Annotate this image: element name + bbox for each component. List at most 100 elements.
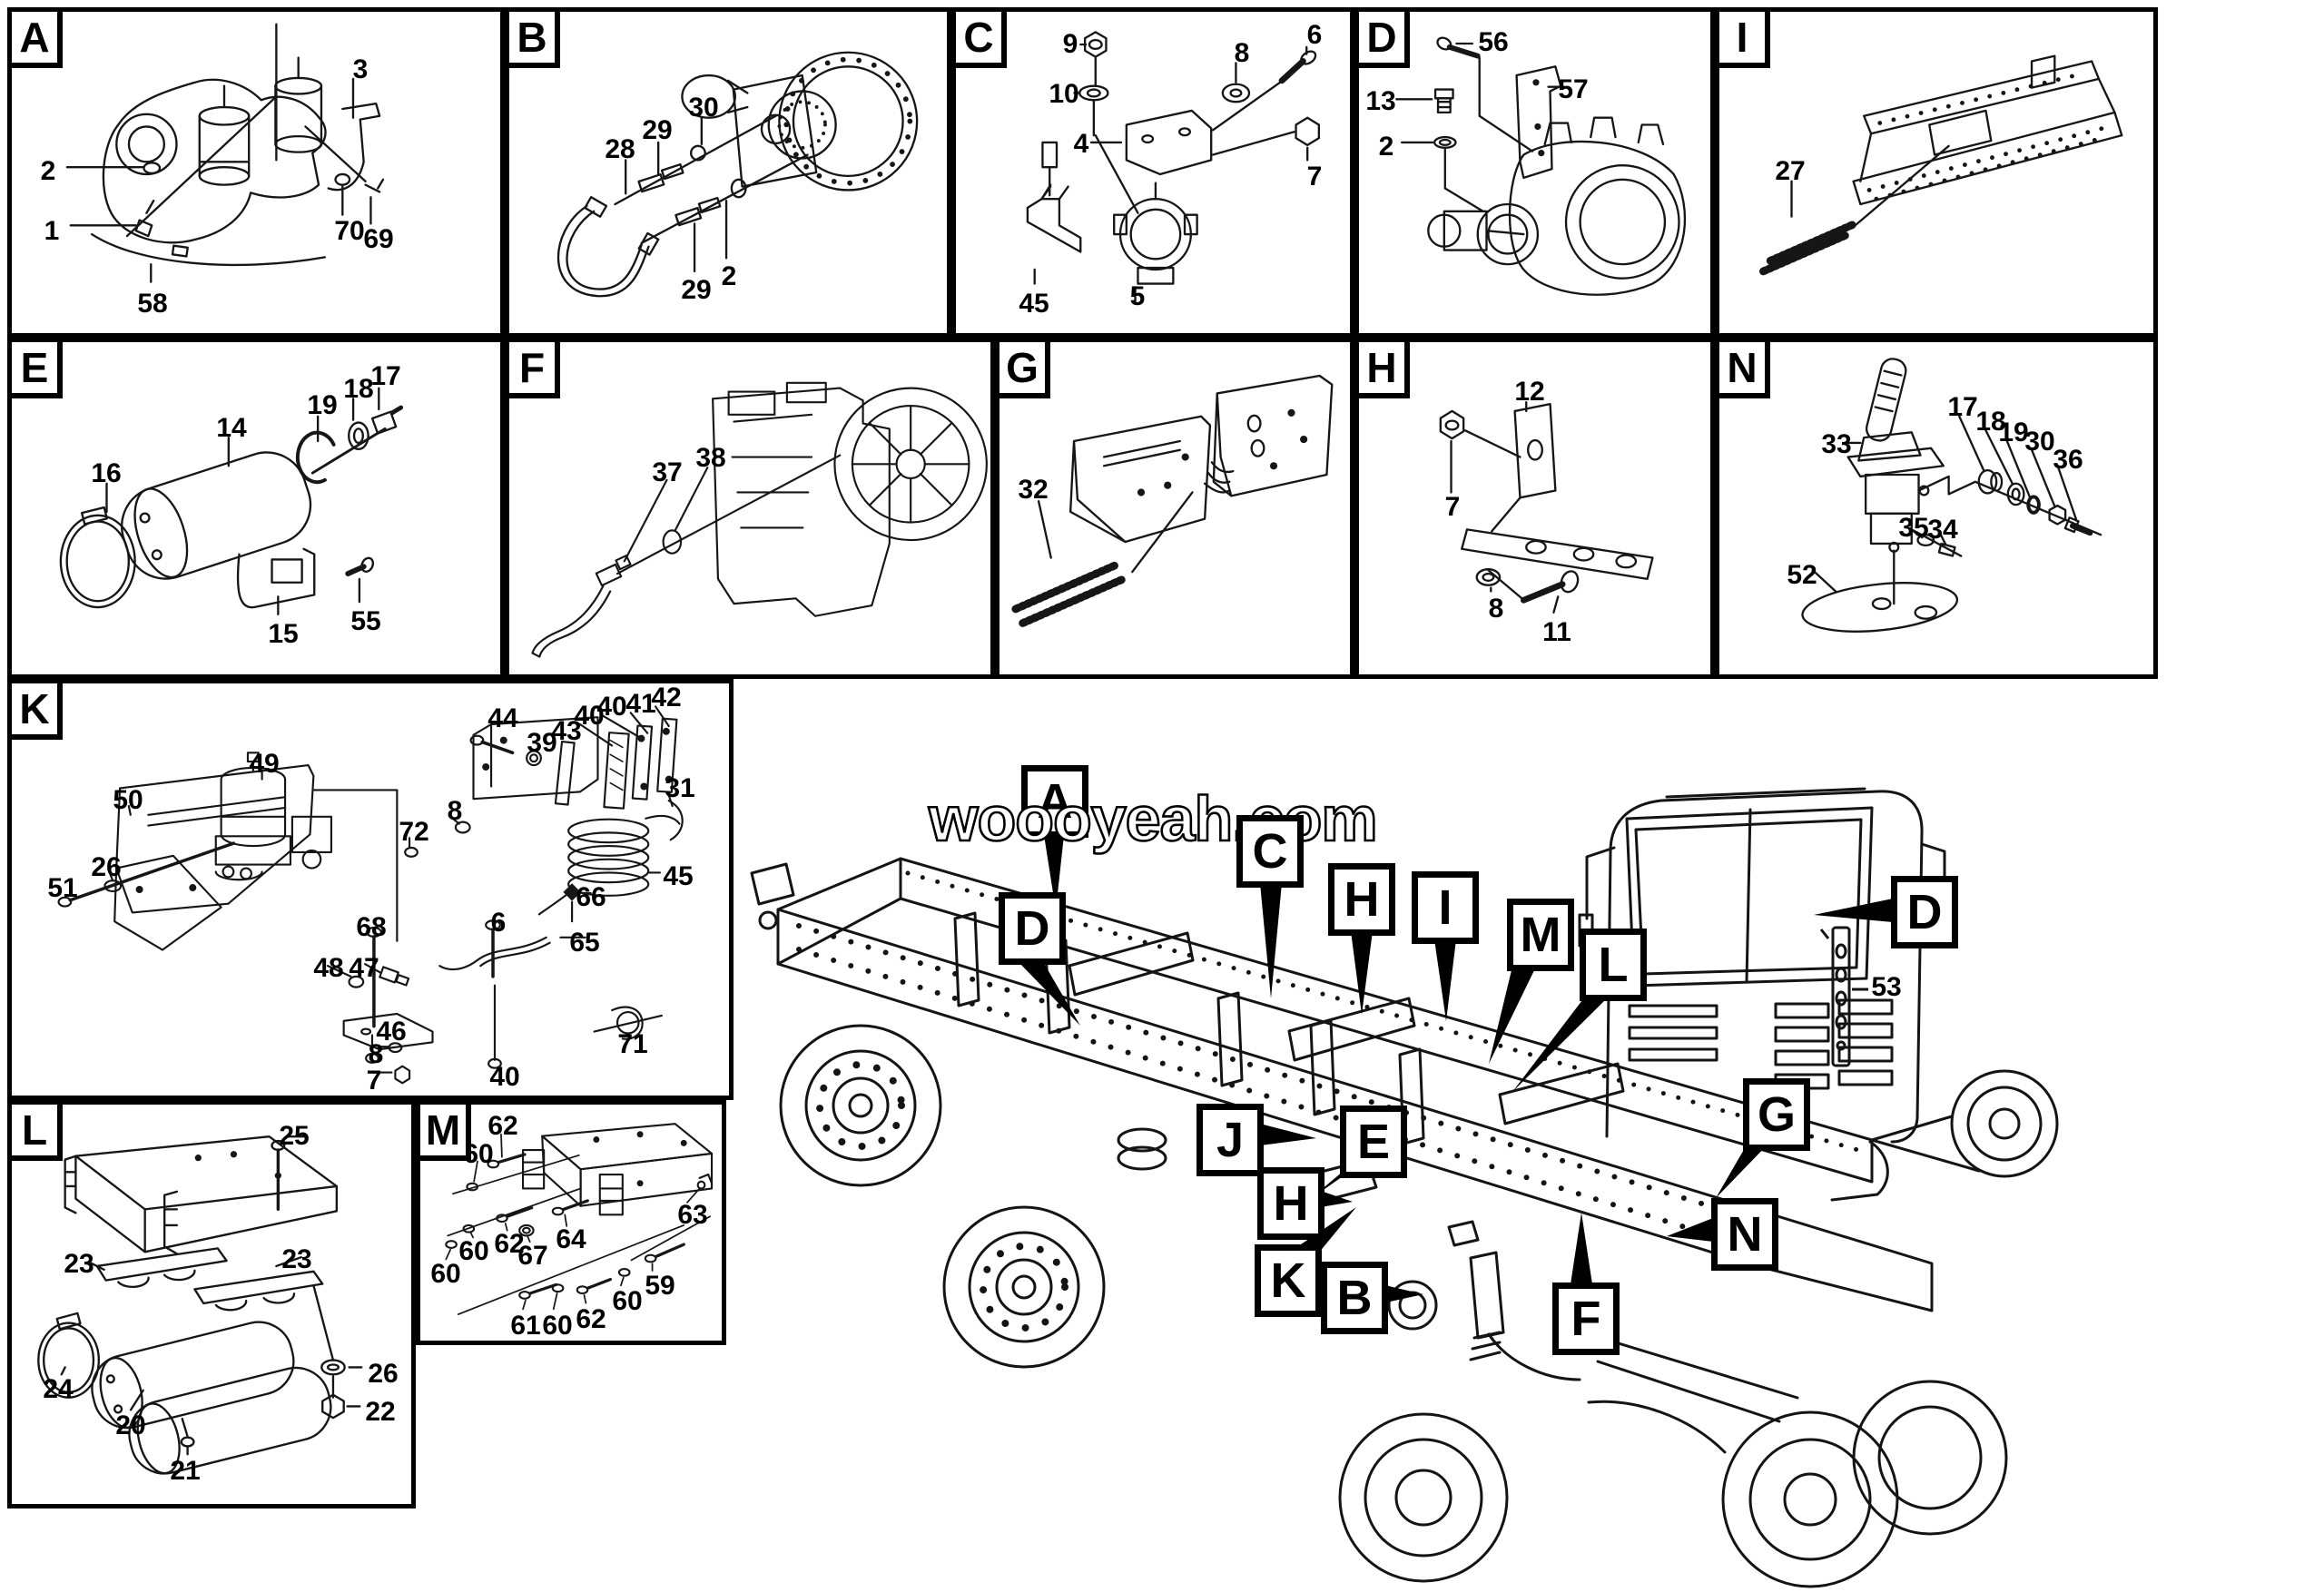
callout-number: 35 [1898,513,1929,543]
callout-number: 1 [44,216,60,246]
callout-number: 64 [556,1224,586,1254]
callout-number: 28 [605,134,635,164]
callout-number: 59 [645,1271,675,1301]
callout-letter: M [1520,908,1561,962]
callout-number: 24 [43,1374,74,1404]
letter-pointers [1017,835,1893,1305]
callout-number: 7 [1444,492,1461,522]
callout-number: 6 [1306,20,1323,50]
callout-number: 30 [688,93,719,123]
callout-number: 27 [1775,156,1806,186]
callout-letter: E [1356,1115,1391,1169]
callout-number: 29 [681,275,712,305]
callout-number: 45 [1019,289,1049,319]
callout-number: 41 [625,689,656,719]
callout-number: 42 [651,683,682,712]
callout-number: 36 [2053,445,2083,475]
chassis-callout-letter: D [999,892,1066,965]
panel-label-d: D [1359,12,1410,68]
callout-letter: D [1014,901,1050,956]
panel-label-c: C [956,12,1007,68]
chassis-callout-letter: C [1236,815,1304,888]
panel-label-e: E [12,342,63,398]
chassis-callout-letter: N [1711,1198,1778,1271]
callout-number: 5 [1129,281,1146,311]
chassis-callout-letter: H [1328,863,1395,936]
panel-i: I 27 [1715,7,2158,338]
callout-number: 18 [1975,407,2006,437]
callout-number: 8 [447,796,463,826]
callout-letter: D [1906,885,1943,939]
callout-number: 50 [113,785,143,815]
callout-number: 52 [1787,560,1817,590]
panel-label-h: H [1359,342,1410,398]
callout-number: 16 [91,458,122,488]
callout-number: 69 [363,224,394,254]
panel-l-art [37,1135,363,1475]
callout-number: 10 [1049,79,1079,109]
panel-label-l: L [12,1105,63,1161]
callout-number: 67 [517,1241,548,1271]
callout-number: 51 [47,873,78,903]
callout-number: 26 [368,1359,399,1389]
callout-number: 66 [576,882,606,912]
panel-letter: L [21,1106,48,1154]
callout-number: 23 [64,1249,94,1279]
callout-letter: I [1438,880,1452,935]
callout-number: 32 [1018,475,1049,505]
callout-number: 21 [170,1456,201,1486]
callout-number: 60 [612,1286,643,1316]
panel-letter: M [425,1106,461,1154]
chassis-callout-letter: M [1507,899,1574,971]
panel-letter: D [1366,14,1397,61]
panel-label-f: F [509,342,560,398]
part-53-label: 53 [1871,972,1902,1002]
callout-number: 2 [721,261,737,291]
panel-label-a: A [12,12,63,68]
chassis-callout-letter: H [1257,1167,1324,1240]
callout-number: 2 [40,156,56,186]
callout-number: 7 [1306,162,1323,192]
callout-letter: H [1273,1176,1309,1231]
panel-letter: A [19,14,50,61]
callout-number: 29 [642,115,673,145]
panel-n-art [1801,358,2102,633]
callout-number: 31 [665,773,695,803]
panel-b-art [556,51,919,298]
panel-g: G 32 [995,338,1354,679]
chassis-callout-letter: K [1255,1244,1322,1317]
panel-e-art [59,387,404,615]
callout-number: 56 [1478,27,1509,57]
callout-number: 15 [268,619,299,649]
callout-number: 13 [1365,86,1396,116]
callout-number: 61 [510,1311,541,1341]
callout-letter: N [1727,1207,1763,1262]
callout-number: 65 [569,928,600,958]
callout-number: 68 [356,912,387,942]
callout-letter: F [1571,1292,1601,1346]
callout-number: 2 [1378,132,1394,162]
callout-number: 58 [137,289,168,319]
callout-number: 9 [1062,29,1078,59]
callout-number: 30 [2024,427,2055,457]
callout-number: 11 [1542,617,1571,647]
callout-number: 60 [430,1259,461,1289]
callout-number: 26 [91,852,122,882]
chassis-callout-letter: I [1412,871,1479,944]
panel-letter: N [1727,344,1758,391]
chassis-callout-letter: L [1580,929,1647,1001]
panel-letter: H [1366,344,1397,391]
panel-k-art [57,705,684,1085]
panel-i-art [1759,54,2123,276]
callout-letter: J [1216,1113,1245,1167]
